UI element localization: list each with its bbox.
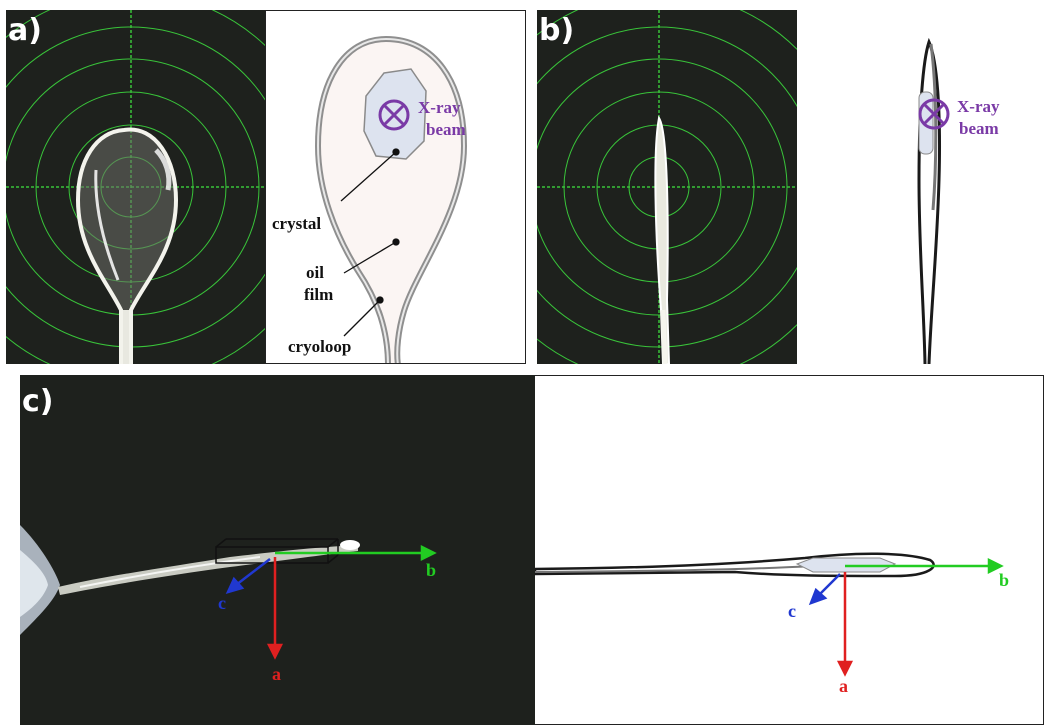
axis-c-label: c: [218, 593, 226, 613]
panel-b-camera-svg: [537, 10, 797, 364]
oil-film-label-line1: oil: [306, 263, 324, 282]
cryoloop-label: cryoloop: [288, 337, 351, 356]
axis-b-label: b: [426, 560, 436, 580]
axis-c-label: c: [788, 601, 796, 621]
pin-and-loop: [20, 525, 360, 635]
beam-symbol-icon: [918, 98, 950, 130]
axis-a-label: a: [272, 664, 281, 684]
axis-b-arrow: [845, 557, 1004, 575]
droplet-loop: [75, 127, 179, 364]
axis-b-label: b: [999, 570, 1009, 590]
axis-a-label: a: [839, 676, 848, 696]
edge-on-loop: [654, 115, 671, 364]
panel-a-camera-view: a): [6, 10, 265, 364]
panel-c-schematic: b a c: [535, 375, 1044, 725]
panel-a-camera-svg: [6, 10, 265, 364]
panel-c-camera-view: b a c c): [20, 375, 535, 725]
crystal-label: crystal: [272, 214, 321, 233]
panel-c-camera-svg: b a c: [20, 525, 437, 684]
panel-c-schematic-svg: b a c: [535, 552, 1009, 696]
beam-label-line2: beam: [426, 120, 466, 139]
beam-label-line1: X-ray: [957, 97, 1000, 116]
oil-film-label-line2: film: [304, 285, 333, 304]
axis-a-arrow: [266, 557, 284, 660]
panel-a-schematic-svg: X-ray beam crystal oil film cryoloop: [272, 35, 468, 363]
axis-b-arrow: [275, 544, 437, 562]
panel-a-schematic: X-ray beam crystal oil film cryoloop: [265, 10, 526, 364]
axis-c-arrow: [225, 558, 271, 594]
edge-on-cryoloop: [917, 37, 942, 364]
axis-c-arrow: [808, 573, 841, 606]
panel-b-camera-view: b): [537, 10, 797, 364]
axis-a-arrow: [836, 572, 854, 677]
panel-a-label: a): [8, 13, 42, 48]
leader-lines: [340, 148, 400, 337]
panel-b-label: b): [539, 13, 575, 48]
beam-label-line1: X-ray: [418, 98, 461, 117]
panel-b-schematic-svg: X-ray beam: [917, 37, 1000, 364]
panel-b-schematic: X-ray beam: [797, 10, 1044, 364]
beam-symbol-icon: [378, 99, 410, 131]
beam-label-line2: beam: [959, 119, 999, 138]
panel-c-label: c): [22, 384, 54, 419]
